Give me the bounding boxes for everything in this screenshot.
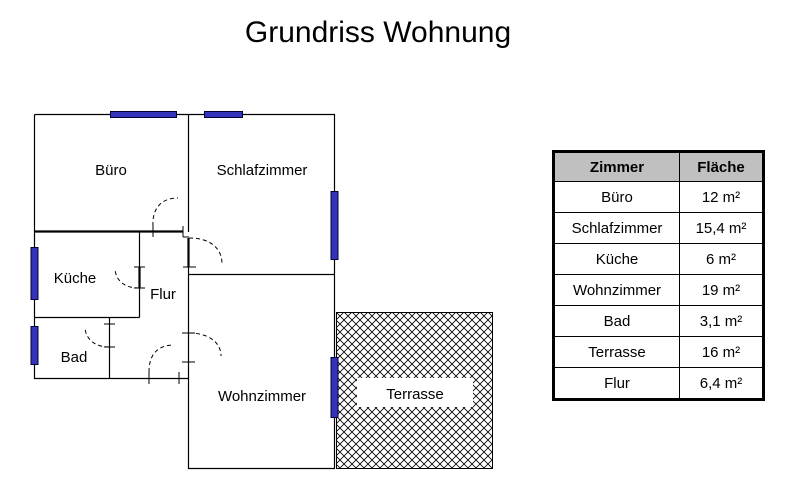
cell-area: 3,1 m² xyxy=(679,305,764,337)
terrace-label-box xyxy=(357,378,473,407)
window-buero xyxy=(110,111,177,118)
window-wohnzimmer xyxy=(330,357,339,418)
cell-area: 19 m² xyxy=(679,274,764,306)
cell-area: 6 m² xyxy=(679,243,764,275)
cell-room: Terrasse xyxy=(553,336,680,368)
room-label-buero: Büro xyxy=(95,162,127,179)
cell-room: Flur xyxy=(553,367,680,400)
cell-room: Wohnzimmer xyxy=(553,274,680,306)
window-kueche xyxy=(30,247,39,300)
window-schlafzimmer-top xyxy=(204,111,243,118)
cell-room: Büro xyxy=(553,181,680,213)
cell-area: 16 m² xyxy=(679,336,764,368)
diagram-title: Grundriss Wohnung xyxy=(244,16,512,49)
door-buero[interactable] xyxy=(152,197,184,237)
room-label-flur: Flur xyxy=(150,286,176,303)
column-header-room: Zimmer xyxy=(553,151,680,182)
cell-room: Küche xyxy=(553,243,680,275)
window-schlafzimmer-side xyxy=(330,191,339,260)
table-row: Terrasse 16 m² xyxy=(553,336,764,368)
room-label-terrasse: Terrasse xyxy=(386,386,444,403)
cell-area: 6,4 m² xyxy=(679,367,764,400)
area-table: Zimmer Fläche Büro 12 m² Schlafzimmer 15… xyxy=(552,150,765,401)
room-label-schlafzimmer: Schlafzimmer xyxy=(217,162,308,179)
table-row: Büro 12 m² xyxy=(553,181,764,213)
terrace: Terrasse xyxy=(336,312,493,469)
column-header-area: Fläche xyxy=(679,151,764,182)
door-entrance[interactable] xyxy=(148,344,180,384)
room-label-kueche: Küche xyxy=(54,270,97,287)
table-row: Küche 6 m² xyxy=(553,243,764,275)
table-header-row: Zimmer Fläche xyxy=(553,151,764,182)
cell-room: Schlafzimmer xyxy=(553,212,680,244)
table-row: Flur 6,4 m² xyxy=(553,367,764,400)
room-label-wohnzimmer: Wohnzimmer xyxy=(218,388,306,405)
cell-room: Bad xyxy=(553,305,680,337)
table-row: Wohnzimmer 19 m² xyxy=(553,274,764,306)
outer-wall xyxy=(33,113,336,470)
door-schlafzimmer[interactable] xyxy=(183,236,223,268)
room-label-bad: Bad xyxy=(61,349,88,366)
door-bad[interactable] xyxy=(84,323,115,348)
doors xyxy=(84,197,223,384)
window-bad xyxy=(30,326,39,365)
cell-area: 15,4 m² xyxy=(679,212,764,244)
door-kueche[interactable] xyxy=(114,266,145,289)
door-wohnzimmer[interactable] xyxy=(182,332,222,363)
cell-area: 12 m² xyxy=(679,181,764,213)
table-row: Schlafzimmer 15,4 m² xyxy=(553,212,764,244)
table-row: Bad 3,1 m² xyxy=(553,305,764,337)
windows xyxy=(30,111,339,418)
